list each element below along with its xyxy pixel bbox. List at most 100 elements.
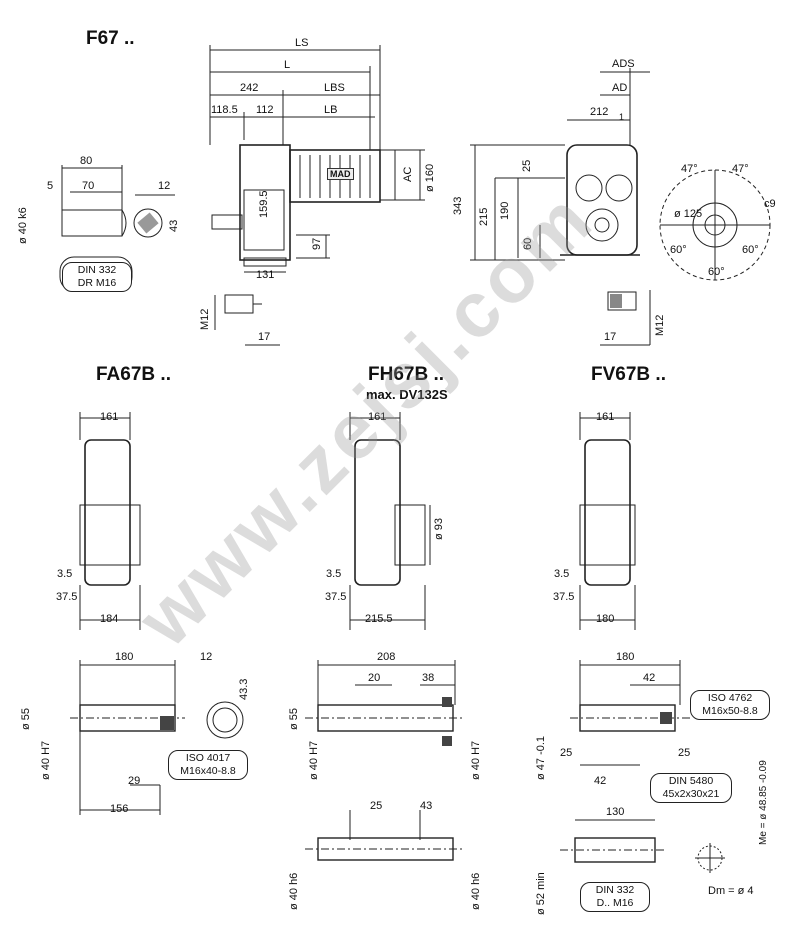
iso-4762-line1: ISO 4762 bbox=[707, 692, 753, 704]
dim-97: 97 bbox=[311, 237, 323, 250]
din-332-bottom-callout: DIN 332 D.. M16 bbox=[580, 882, 650, 912]
bfv-dim-42-bottom: 42 bbox=[594, 775, 607, 787]
bfh-dim-38: 38 bbox=[422, 672, 435, 684]
bfh-dim-43: 43 bbox=[420, 800, 433, 812]
bfh-dim-25: 25 bbox=[370, 800, 383, 812]
fa-dim-3-5: 3.5 bbox=[57, 568, 73, 580]
bfh-dim-d55: ø 55 bbox=[288, 707, 300, 730]
bfv-dim-130: 130 bbox=[606, 806, 625, 818]
bfh-dim-d40h7-right: ø 40 H7 bbox=[470, 740, 482, 780]
dim-ac: AC bbox=[402, 166, 414, 182]
title-f67: F67 .. bbox=[86, 28, 135, 49]
din-332-line1: DIN 332 bbox=[77, 264, 117, 276]
fh-dim-3-5: 3.5 bbox=[326, 568, 342, 580]
thread-fill-right bbox=[610, 294, 622, 308]
dim-d40k6: ø 40 k6 bbox=[17, 207, 29, 244]
din-5480-line1: DIN 5480 bbox=[668, 775, 714, 787]
iso-4017-callout: ISO 4017 M16x40-8.8 bbox=[168, 750, 248, 780]
iso-4017-line1: ISO 4017 bbox=[185, 752, 231, 764]
fh-dim-d93: ø 93 bbox=[433, 517, 445, 540]
bfh-dim-d40h7-left: ø 40 H7 bbox=[308, 740, 320, 780]
fv-dim-3-5: 3.5 bbox=[554, 568, 570, 580]
dim-242: 242 bbox=[240, 82, 259, 94]
dim-ads: ADS bbox=[612, 58, 635, 70]
din-5480-callout: DIN 5480 45x2x30x21 bbox=[650, 773, 732, 803]
screw-fill-fv bbox=[660, 712, 672, 724]
angle-47-right: 47° bbox=[732, 163, 749, 175]
din-332-callout: DIN 332 DR M16 bbox=[62, 262, 132, 292]
dim-12: 12 bbox=[158, 180, 171, 192]
bfv-dim-me: Me = ø 48.85 -0.09 bbox=[758, 760, 769, 845]
dim-ls: LS bbox=[295, 37, 309, 49]
fv-dim-161: 161 bbox=[596, 411, 615, 423]
dim-80: 80 bbox=[80, 155, 93, 167]
bfv-dim-d52: ø 52 min bbox=[535, 872, 547, 915]
bfa-dim-d55: ø 55 bbox=[20, 707, 32, 730]
iso-4762-callout: ISO 4762 M16x50-8.8 bbox=[690, 690, 770, 720]
dim-l: L bbox=[284, 59, 291, 71]
dim-343: 343 bbox=[452, 196, 464, 215]
screw-fill-fa bbox=[160, 716, 174, 730]
dim-d160: ø 160 bbox=[424, 163, 436, 192]
bfh-dim-208: 208 bbox=[377, 651, 396, 663]
fv-dim-180: 180 bbox=[596, 613, 615, 625]
fa-dim-184: 184 bbox=[100, 613, 119, 625]
bfv-dim-42-top: 42 bbox=[643, 672, 656, 684]
angle-60-bottom: 60° bbox=[708, 266, 725, 278]
dim-112: 112 bbox=[256, 104, 274, 116]
dim-118-5: 118.5 bbox=[211, 104, 238, 116]
dim-159-5: 159.5 bbox=[258, 190, 270, 218]
subtitle-fh67b: max. DV132S bbox=[366, 387, 448, 402]
angle-47-left: 47° bbox=[681, 163, 698, 175]
bfa-dim-43-3: 43.3 bbox=[238, 678, 250, 700]
bfh-dim-d40h6-right: ø 40 h6 bbox=[470, 872, 482, 910]
motor-label: MAD bbox=[327, 168, 354, 180]
title-fa67b: FA67B .. bbox=[96, 364, 171, 385]
din-332-line2: DR M16 bbox=[77, 277, 117, 289]
dim-70: 70 bbox=[82, 180, 95, 192]
angle-60-right: 60° bbox=[742, 244, 759, 256]
bfa-dim-d40h7: ø 40 H7 bbox=[40, 740, 52, 780]
bfh-dim-20: 20 bbox=[368, 672, 381, 684]
dim-1: 1 bbox=[619, 112, 625, 122]
iso-4762-line2: M16x50-8.8 bbox=[702, 705, 758, 717]
bfv-dim-180: 180 bbox=[616, 651, 635, 663]
bfv-dim-25-right: 25 bbox=[678, 747, 691, 759]
bfv-dim-d47: ø 47 -0.1 bbox=[535, 735, 547, 780]
bfv-dim-dm: Dm = ø 4 bbox=[708, 885, 754, 897]
dim-215: 215 bbox=[478, 207, 490, 226]
fv-dim-37-5: 37.5 bbox=[553, 591, 575, 603]
dim-5: 5 bbox=[47, 180, 54, 192]
dim-lbs: LBS bbox=[324, 82, 345, 94]
dim-43: 43 bbox=[168, 219, 180, 232]
bfa-dim-12: 12 bbox=[200, 651, 213, 663]
din-332-bottom-line1: DIN 332 bbox=[595, 884, 635, 896]
keyway-fill bbox=[137, 212, 159, 234]
bfv-dim-25-left: 25 bbox=[560, 747, 573, 759]
bfa-dim-156: 156 bbox=[110, 803, 129, 815]
dim-212: 212 bbox=[590, 106, 609, 118]
fa-dim-161: 161 bbox=[100, 411, 119, 423]
iso-4017-line2: M16x40-8.8 bbox=[180, 765, 236, 777]
dim-131: 131 bbox=[256, 269, 275, 281]
dim-d125: ø 125 bbox=[674, 208, 703, 220]
fa-dim-37-5: 37.5 bbox=[56, 591, 78, 603]
angle-60-left: 60° bbox=[670, 244, 687, 256]
dim-c9: c9 bbox=[764, 198, 776, 210]
fh-dim-161: 161 bbox=[368, 411, 387, 423]
dim-lb: LB bbox=[324, 104, 338, 116]
screw-fill-fh-bottom bbox=[442, 736, 452, 746]
dim-ad: AD bbox=[612, 82, 628, 94]
title-fv67b: FV67B .. bbox=[591, 364, 666, 385]
dim-m12-right: M12 bbox=[654, 314, 666, 336]
title-fh67b: FH67B .. bbox=[368, 364, 445, 385]
screw-fill-fh-top bbox=[442, 697, 452, 707]
din-5480-line2: 45x2x30x21 bbox=[662, 788, 720, 800]
bfa-dim-29: 29 bbox=[128, 775, 141, 787]
fh-dim-215-5: 215.5 bbox=[365, 613, 393, 625]
din-332-bottom-line2: D.. M16 bbox=[596, 897, 634, 909]
fh-dim-37-5: 37.5 bbox=[325, 591, 347, 603]
dim-m12: M12 bbox=[199, 308, 211, 330]
bfa-dim-180: 180 bbox=[115, 651, 134, 663]
